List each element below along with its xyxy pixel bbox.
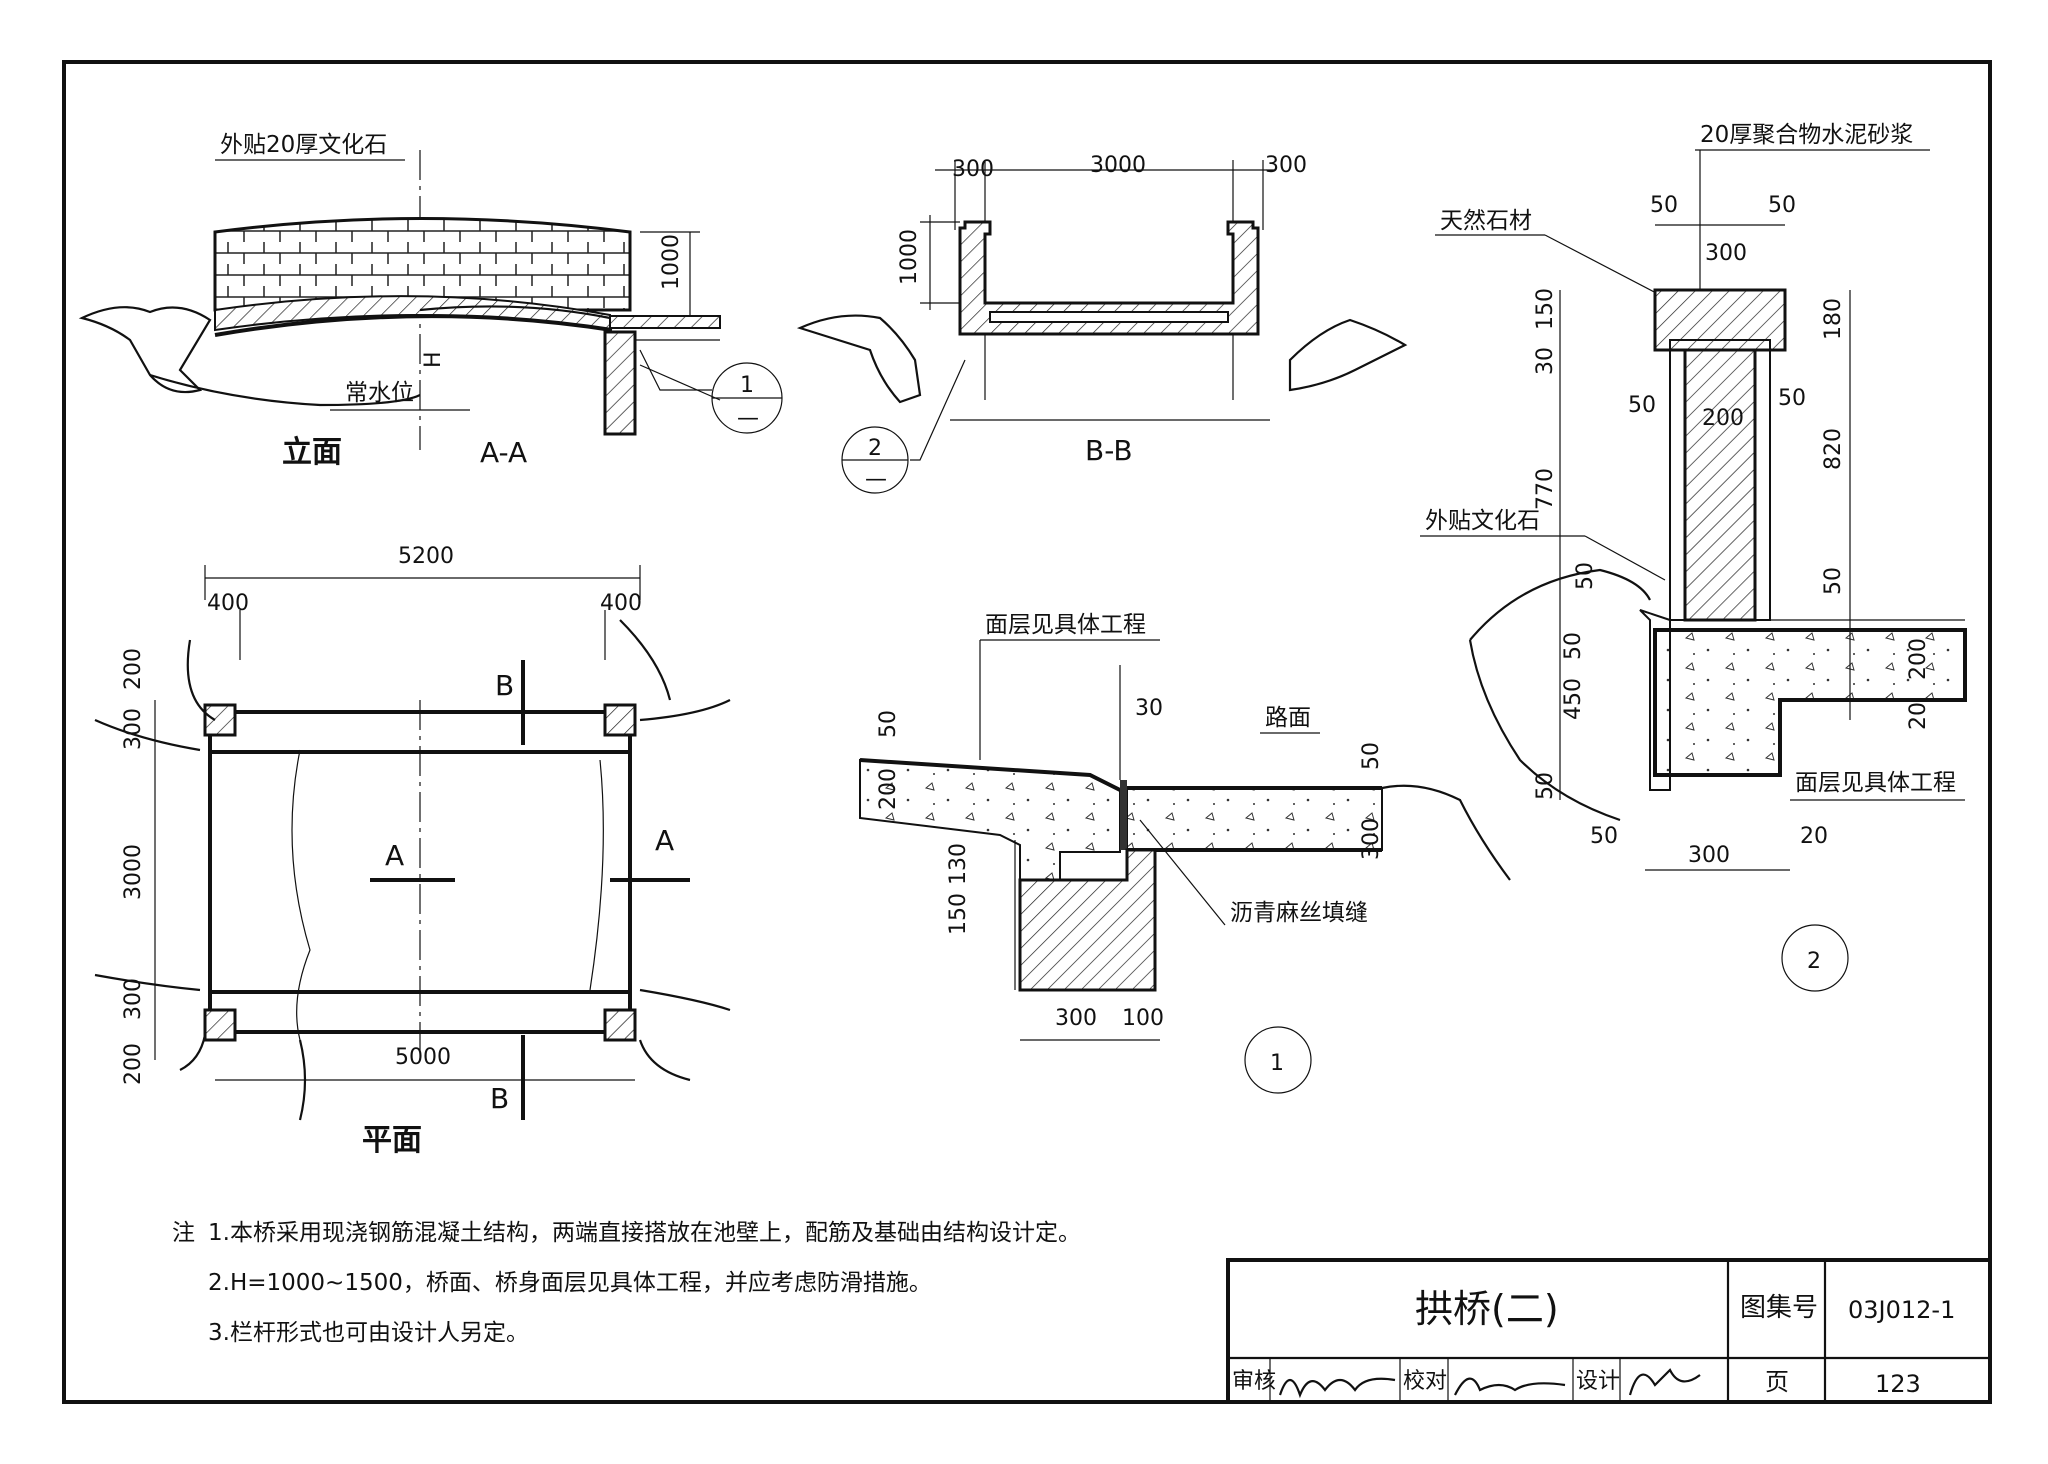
svg-text:300: 300 — [1359, 818, 1384, 860]
signature-review — [1278, 1377, 1396, 1399]
detail-2-marker — [1781, 924, 1849, 992]
svg-text:2: 2 — [1807, 949, 1821, 974]
title-text: 拱桥(二) — [1415, 1287, 1559, 1331]
svg-text:300: 300 — [121, 978, 146, 1020]
svg-text:30: 30 — [1135, 696, 1163, 721]
svg-text:5000: 5000 — [395, 1045, 451, 1070]
svg-text:天然石材: 天然石材 — [1440, 208, 1532, 234]
svg-text:面层见具体工程: 面层见具体工程 — [1795, 770, 1956, 796]
post — [1683, 348, 1757, 622]
svg-text:50: 50 — [1590, 824, 1618, 849]
svg-text:50: 50 — [1768, 193, 1796, 218]
detail-1-marker — [1244, 1026, 1312, 1094]
svg-text:300: 300 — [1055, 1006, 1097, 1031]
signature-check — [1454, 1377, 1566, 1396]
svg-text:50: 50 — [1821, 567, 1846, 595]
detail-2-view: 20厚聚合物水泥砂浆 天然石材 50 50 300 150 30 770 50 … — [1420, 122, 1967, 992]
svg-text:1000: 1000 — [897, 229, 922, 285]
svg-text:图集号: 图集号 — [1740, 1293, 1818, 1323]
svg-text:3000: 3000 — [1090, 153, 1146, 178]
svg-text:页: 页 — [1765, 1368, 1789, 1396]
note-2: 2.H=1000~1500，桥面、桥身面层见具体工程，并应考虑防滑措施。 — [208, 1270, 932, 1296]
note-1: 1.本桥采用现浇钢筋混凝土结构，两端直接搭放在池壁上，配筋及基础由结构设计定。 — [208, 1220, 1081, 1246]
u-section — [958, 220, 1260, 336]
svg-text:20: 20 — [1800, 824, 1828, 849]
section-bb-caption: B-B — [1085, 434, 1133, 467]
svg-text:设计: 设计 — [1576, 1369, 1620, 1394]
svg-text:5200: 5200 — [398, 544, 454, 569]
elevation-view: 外贴20厚文化石 1000 H 常水位 立面 A-A 1 — — [78, 132, 783, 470]
d2-mortar: 20厚聚合物水泥砂浆 — [1700, 122, 1913, 148]
svg-text:1: 1 — [740, 373, 754, 398]
svg-text:50: 50 — [876, 710, 901, 738]
svg-text:审核: 审核 — [1232, 1369, 1276, 1394]
title-block: 拱桥(二) 图集号 03J012-1 审核 校对 设计 页 123 — [1226, 1258, 1992, 1404]
svg-text:200: 200 — [876, 768, 901, 810]
svg-text:沥青麻丝填缝: 沥青麻丝填缝 — [1230, 900, 1368, 926]
water-level: 常水位 — [345, 380, 414, 406]
svg-text:400: 400 — [207, 591, 249, 616]
signature-design — [1628, 1368, 1701, 1396]
svg-text:820: 820 — [1821, 428, 1846, 470]
svg-text:150: 150 — [1533, 288, 1558, 330]
sheet-border — [62, 60, 1992, 1404]
plan-view: 5200 400 400 A A B B 5000 — [94, 544, 731, 1158]
atlas-number: 03J012-1 — [1848, 1296, 1955, 1324]
svg-text:50: 50 — [1778, 386, 1806, 411]
svg-text:外贴文化石: 外贴文化石 — [1425, 508, 1540, 534]
svg-text:20: 20 — [1906, 702, 1931, 730]
svg-text:200: 200 — [1702, 406, 1744, 431]
svg-text:300: 300 — [952, 157, 994, 182]
svg-text:50: 50 — [1573, 562, 1598, 590]
svg-text:300: 300 — [121, 708, 146, 750]
svg-text:1: 1 — [1270, 1051, 1284, 1076]
svg-text:130: 130 — [946, 843, 971, 885]
d1-surface-note: 面层见具体工程 — [985, 612, 1146, 638]
svg-text:—: — — [865, 467, 887, 492]
svg-text:300: 300 — [1688, 843, 1730, 868]
svg-text:3000: 3000 — [121, 844, 146, 900]
stone-note: 外贴20厚文化石 — [220, 132, 387, 158]
svg-text:180: 180 — [1821, 298, 1846, 340]
svg-text:200: 200 — [121, 648, 146, 690]
svg-text:400: 400 — [600, 591, 642, 616]
svg-text:50: 50 — [1650, 193, 1678, 218]
stone-wall — [213, 217, 632, 312]
svg-text:B: B — [490, 1082, 509, 1115]
section-bb-view: 300 3000 300 1000 B-B 2 — — [796, 153, 1408, 494]
svg-text:200: 200 — [121, 1043, 146, 1085]
section-aa-label: A-A — [480, 436, 527, 469]
svg-text:450: 450 — [1561, 678, 1586, 720]
svg-text:B: B — [495, 669, 514, 702]
svg-text:50: 50 — [1561, 632, 1586, 660]
svg-text:30: 30 — [1533, 347, 1558, 375]
detail-1-view: 面层见具体工程 路面 50 200 30 50 300 130 150 300 … — [859, 612, 1511, 1094]
elevation-caption: 立面 — [282, 435, 342, 470]
svg-text:A: A — [655, 824, 674, 857]
svg-text:300: 300 — [1265, 153, 1307, 178]
svg-text:100: 100 — [1122, 1006, 1164, 1031]
svg-text:770: 770 — [1533, 468, 1558, 510]
svg-text:H: H — [421, 351, 446, 368]
svg-text:300: 300 — [1705, 241, 1747, 266]
svg-text:路面: 路面 — [1265, 705, 1311, 731]
svg-text:50: 50 — [1359, 742, 1384, 770]
page-number: 123 — [1875, 1370, 1921, 1398]
svg-text:150: 150 — [946, 893, 971, 935]
svg-text:2: 2 — [868, 436, 882, 461]
plan-caption: 平面 — [362, 1123, 422, 1158]
notes: 注 1.本桥采用现浇钢筋混凝土结构，两端直接搭放在池壁上，配筋及基础由结构设计定… — [172, 1220, 1081, 1346]
svg-text:1000: 1000 — [659, 234, 684, 290]
svg-text:50: 50 — [1628, 393, 1656, 418]
note-3: 3.栏杆形式也可由设计人另定。 — [208, 1320, 529, 1346]
svg-text:200: 200 — [1906, 638, 1931, 680]
svg-text:—: — — [737, 406, 759, 431]
svg-text:校对: 校对 — [1403, 1369, 1447, 1394]
svg-text:A: A — [385, 839, 404, 872]
svg-text:注: 注 — [172, 1220, 195, 1246]
